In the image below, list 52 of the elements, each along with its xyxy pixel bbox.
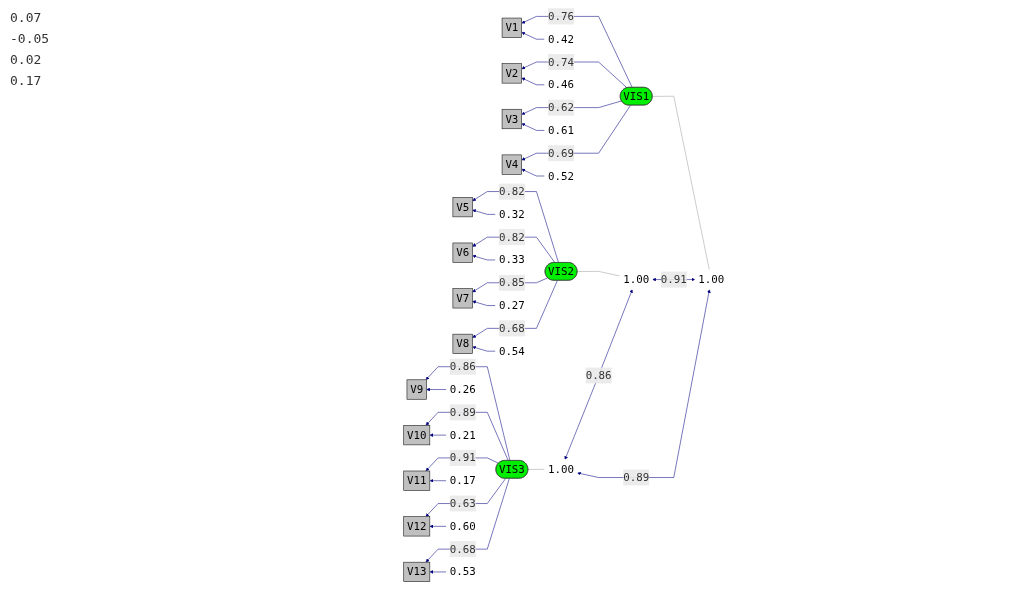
- node-box: V10: [403, 425, 430, 446]
- node-box: V12: [403, 516, 430, 537]
- edge-label: 0.89: [449, 405, 476, 419]
- node-box: V6: [452, 242, 473, 263]
- edge-label: 0.85: [498, 276, 525, 289]
- node-text: 0.42: [547, 32, 574, 46]
- node-text: 0.32: [498, 207, 525, 221]
- edge-label: 0.86: [449, 360, 476, 373]
- node-box: V11: [403, 470, 430, 491]
- node-text: 0.61: [547, 123, 574, 137]
- edge-label: 0.82: [498, 230, 525, 244]
- node-text: 1.00: [547, 462, 574, 476]
- edge-label: 0.86: [585, 369, 612, 382]
- node-box: V4: [501, 154, 522, 175]
- node-box: V9: [406, 379, 427, 400]
- connector: [652, 95, 710, 271]
- node-text: 0.27: [498, 299, 525, 312]
- node-text: 0.26: [449, 383, 476, 396]
- node-text: 1.00: [698, 273, 725, 286]
- coefficient-label: 0.02: [10, 52, 43, 67]
- coefficient-label: 0.17: [10, 73, 43, 88]
- node-text: 0.21: [449, 428, 476, 442]
- node-box: V7: [452, 288, 473, 309]
- node-text: 0.46: [547, 78, 574, 91]
- coefficient-label: -0.05: [10, 31, 51, 46]
- node-box: V5: [452, 197, 473, 218]
- edge-label: 0.62: [547, 101, 574, 114]
- edge-label: 0.63: [449, 497, 476, 510]
- node-text: 0.60: [449, 519, 476, 533]
- edge-label: 0.82: [498, 185, 525, 198]
- node-text: 1.00: [623, 273, 650, 286]
- connector: [576, 271, 620, 277]
- edge-label: 0.68: [498, 321, 525, 335]
- node-box: V13: [403, 561, 430, 582]
- edge-label: 0.76: [547, 9, 574, 23]
- edge-label: 0.91: [660, 273, 687, 286]
- coefficient-label: 0.07: [10, 10, 43, 25]
- node-box: V8: [452, 333, 473, 354]
- node-text: 0.53: [449, 565, 476, 578]
- edge-label: 0.74: [547, 55, 574, 69]
- node-box: V3: [501, 108, 522, 130]
- node-text: 0.54: [498, 344, 525, 358]
- edge-label: 0.91: [449, 451, 476, 464]
- edge-label: 0.69: [547, 146, 574, 160]
- node-box: V2: [501, 63, 522, 84]
- node-text: 0.33: [498, 253, 525, 266]
- edge-label: 0.89: [623, 471, 650, 484]
- connector: [527, 469, 545, 470]
- node-box: V1: [501, 17, 522, 38]
- edge-label: 0.68: [449, 542, 476, 556]
- node-text: 0.52: [547, 169, 574, 183]
- node-text: 0.17: [449, 474, 476, 487]
